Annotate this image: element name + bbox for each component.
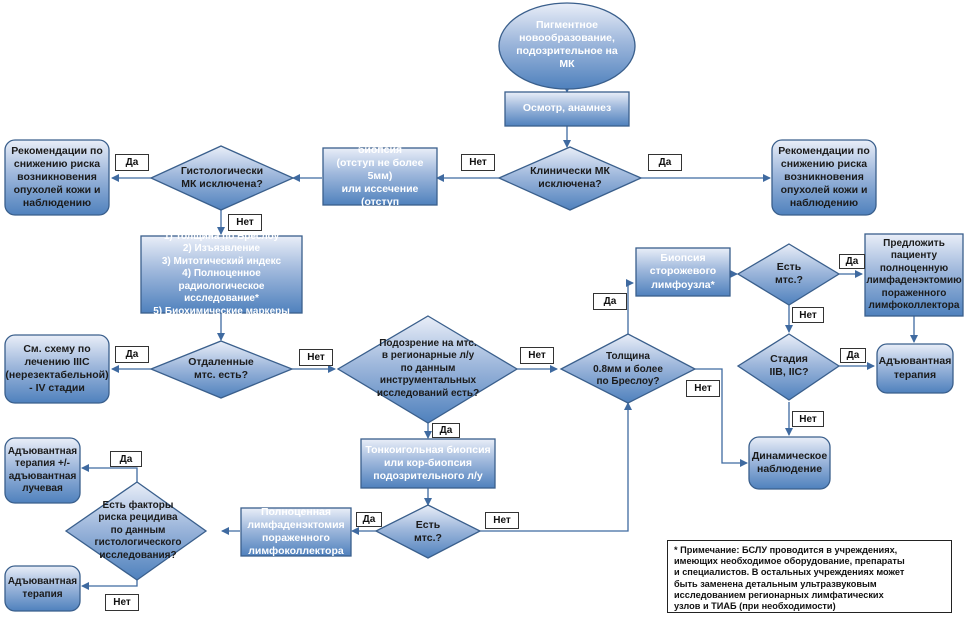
full-lymph-box [240, 507, 352, 557]
fine-needle-node-text: Тонкоигольная биопсия или кор-биопсия по… [365, 443, 491, 483]
label-distant-yes: Да [115, 346, 149, 363]
distant-node-text: Отдаленные мтс. есть? [188, 355, 254, 381]
histo-mk-diamond [149, 145, 295, 211]
risk-diamond [64, 481, 208, 581]
label-distant-no: Нет [299, 349, 333, 366]
excision-node-text: Эксцизионная биопсия (отступ не более 5м… [336, 130, 424, 222]
exam-node-text: Осмотр, анамнез [522, 102, 612, 115]
sentinel-box [635, 247, 731, 297]
stage-diamond [736, 333, 841, 401]
adjuvant-radio-node-text: Адъювантная терапия +/- адъювантная луче… [7, 445, 78, 495]
offer-box [864, 233, 964, 317]
label-thickness-no: Нет [686, 380, 720, 397]
distant-diamond [149, 340, 294, 399]
full-lymph-node-text: Полноценная лимфаденэктомия пораженного … [247, 505, 345, 558]
adjuvant-left-node-text: Адъювантная терапия [7, 576, 78, 600]
clin-mk-node-text: Клинически МК исключена? [530, 164, 610, 190]
params-box [140, 235, 303, 314]
shapes [4, 2, 964, 612]
suspicion-diamond [336, 315, 519, 424]
label-risk-yes: Да [110, 451, 142, 467]
histo-mk-node-text: Гистологически МК исключена? [180, 164, 264, 190]
excision-box [322, 147, 438, 206]
offer-node-text: Предложить пациенту полноценную лимфаден… [866, 237, 962, 312]
dynamic-node-text: Динамическое наблюдение [751, 449, 828, 475]
scheme-node-text: См. схему по лечению IIIC (нерезектабель… [5, 342, 109, 395]
fine-needle-box [360, 438, 496, 489]
risk-node-text: Есть факторы риска рецидива по данным ги… [94, 499, 182, 561]
params-node-text: 1) Толщина по Бреслоу 2) Изъязвление 3) … [153, 230, 290, 317]
label-risk-no: Нет [105, 594, 139, 611]
label-clin-yes: Да [648, 154, 682, 171]
mets-q-node-text: Есть мтс.? [775, 260, 803, 286]
thickness-diamond [559, 333, 697, 404]
label-mts2-yes: Да [356, 512, 382, 527]
adjuvant-right-node-text: Адъювантная терапия [878, 355, 952, 381]
sentinel-node-text: Биопсия сторожевого лимфоузла* [649, 252, 717, 291]
clin-mk-diamond [497, 146, 643, 211]
label-histo-yes: Да [115, 154, 149, 171]
start-ellipse [498, 2, 636, 90]
start-node-text: Пигментное новообразование, подозрительн… [516, 18, 618, 71]
label-histo-no: Нет [228, 214, 262, 231]
adjuvant-left-box [4, 565, 81, 612]
stage-node-text: Стадия IIB, IIC? [769, 352, 809, 378]
suspicion-node-text: Подозрение на мтс. в регионарные л/у по … [376, 337, 480, 399]
label-stage-yes: Да [840, 348, 866, 363]
exam-box [504, 91, 630, 127]
dynamic-box [748, 436, 831, 490]
label-thickness-yes: Да [593, 293, 627, 310]
label-mets-no: Нет [792, 307, 824, 323]
mts-q2-diamond [374, 504, 482, 559]
label-clin-no: Нет [461, 154, 495, 171]
connectors [81, 85, 918, 590]
label-mets-yes: Да [839, 254, 865, 269]
adjuvant-radio-box [4, 437, 81, 504]
rec-right-box [771, 139, 877, 216]
label-suspicion-yes: Да [432, 423, 460, 438]
mets-q-diamond [736, 243, 841, 306]
scheme-box [4, 334, 110, 404]
label-suspicion-no: Нет [520, 347, 554, 364]
thickness-node-text: Толщина 0.8мм и более по Бреслоу? [593, 351, 663, 388]
label-mts2-no: Нет [485, 512, 519, 529]
label-stage-no: Нет [792, 411, 824, 427]
rec-left-node-text: Рекомендации по снижению риска возникнов… [11, 144, 103, 210]
adjuvant-right-box [876, 343, 954, 394]
footnote: * Примечание: БСЛУ проводится в учрежден… [667, 540, 952, 613]
rec-left-box [4, 139, 110, 216]
mts-q2-node-text: Есть мтс.? [414, 518, 442, 544]
rec-right-node-text: Рекомендации по снижению риска возникнов… [778, 144, 870, 210]
